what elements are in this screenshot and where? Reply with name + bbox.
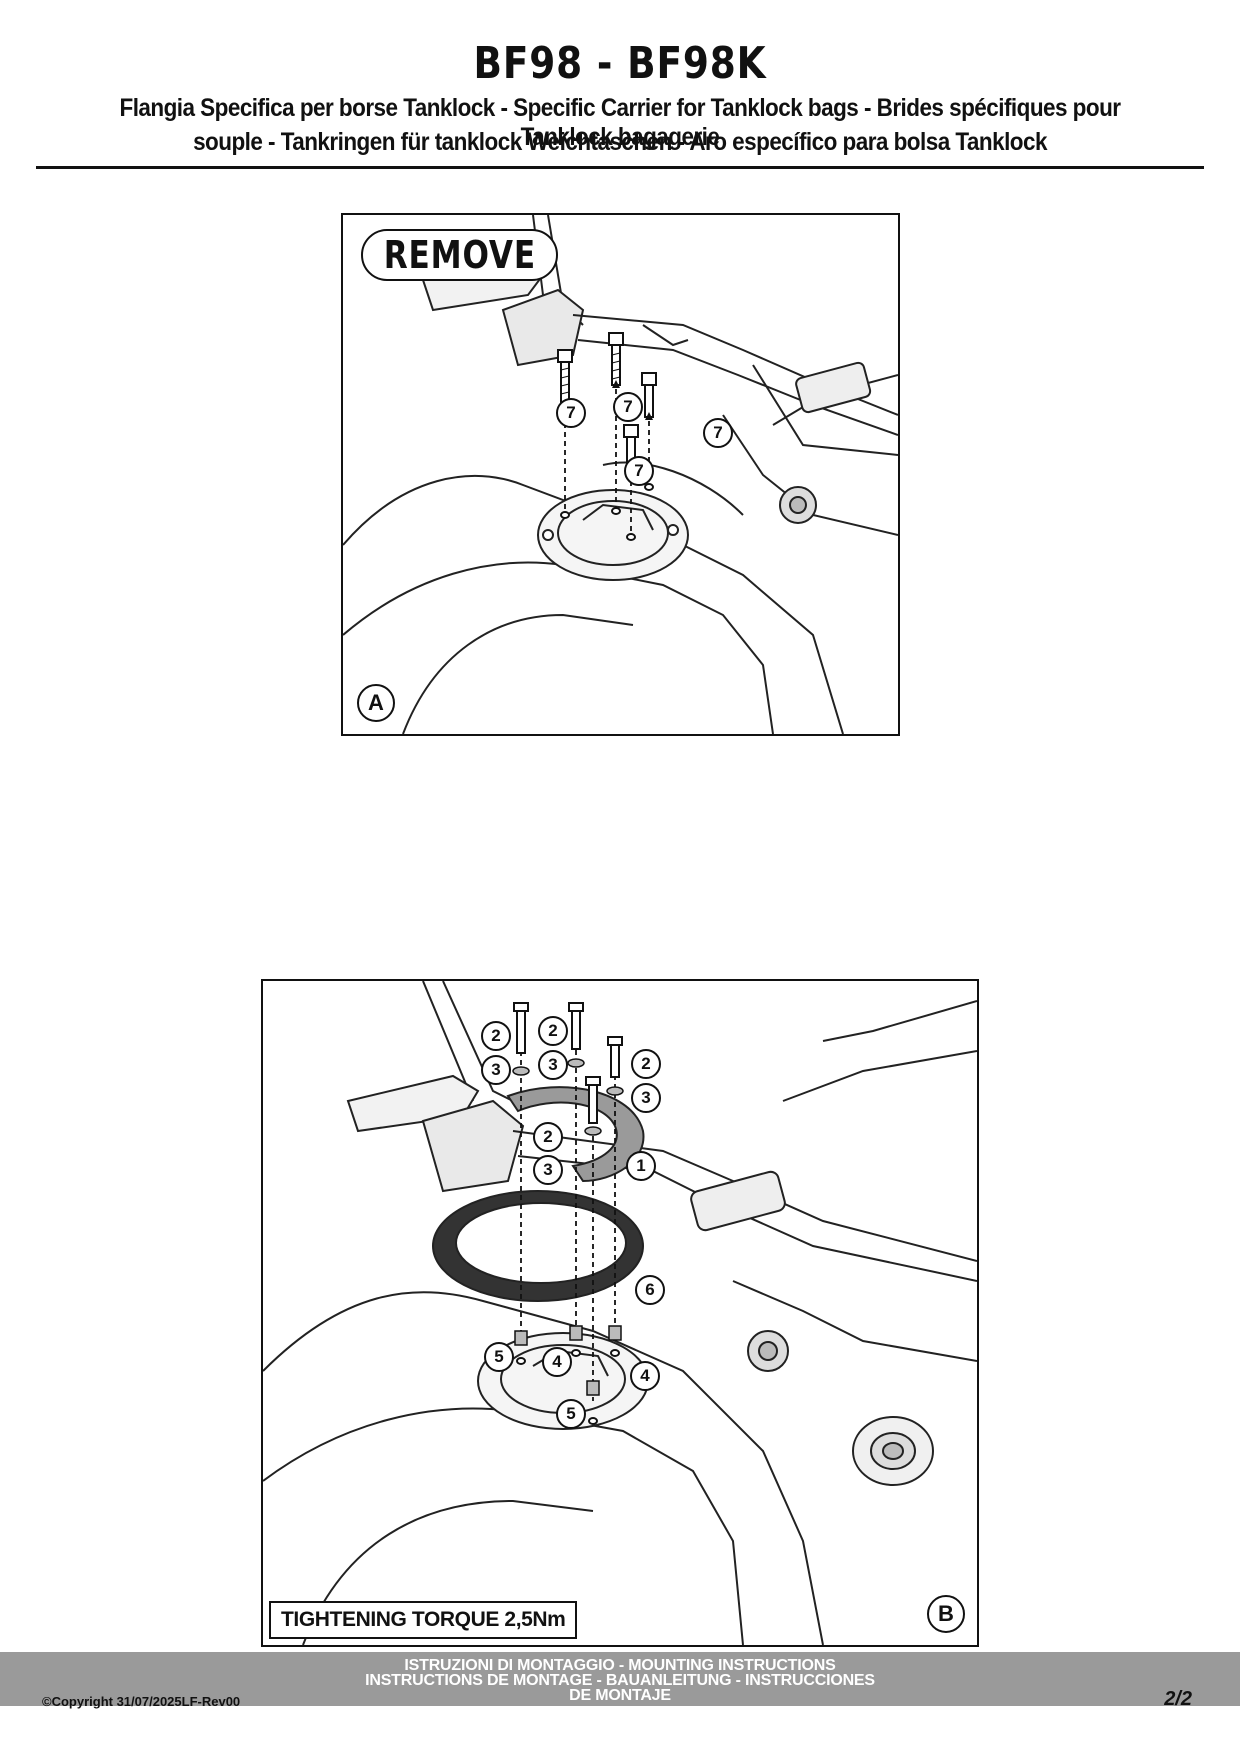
subtitle-line-2: souple - Tankringen für tanklock Weichta…: [193, 128, 1047, 156]
callout-2: 2: [481, 1021, 511, 1051]
panel-b-illustration: [263, 981, 977, 1645]
callout-7: 7: [703, 418, 733, 448]
callout-7: 7: [613, 392, 643, 422]
callout-6: 6: [635, 1275, 665, 1305]
tightening-torque-label: TIGHTENING TORQUE 2,5Nm: [269, 1601, 578, 1639]
callout-4: 4: [630, 1361, 660, 1391]
copyright: ©Copyright 31/07/2025LF-Rev00: [42, 1694, 241, 1709]
callout-5: 5: [484, 1342, 514, 1372]
callout-7: 7: [556, 398, 586, 428]
footer-bar: [0, 1652, 1240, 1706]
callout-3: 3: [538, 1050, 568, 1080]
panel-a-remove-diagram: REMOVE 7 7 7 7 A: [341, 213, 900, 736]
footer-line-3: DE MONTAJE: [569, 1687, 671, 1704]
header-rule: [36, 166, 1204, 169]
panel-letter-a: A: [357, 684, 395, 722]
footer-line-1: ISTRUZIONI DI MONTAGGIO - MOUNTING INSTR…: [404, 1657, 836, 1674]
callout-3: 3: [533, 1155, 563, 1185]
document-title: BF98 - BF98K: [473, 38, 767, 89]
panel-a-illustration: [343, 215, 898, 734]
callout-7: 7: [624, 456, 654, 486]
callout-1: 1: [626, 1151, 656, 1181]
callout-4: 4: [542, 1347, 572, 1377]
callout-2: 2: [538, 1016, 568, 1046]
subtitle-line-1: Flangia Specifica per borse Tanklock - S…: [119, 94, 1121, 151]
panel-letter-b: B: [927, 1595, 965, 1633]
footer-instructions: ISTRUZIONI DI MONTAGGIO - MOUNTING INSTR…: [300, 1657, 940, 1704]
panel-b-install-diagram: 2 2 2 3 3 3 2 3 1 6 5 4 4 5 TIGHTENING T…: [261, 979, 979, 1647]
callout-3: 3: [481, 1055, 511, 1085]
callout-3: 3: [631, 1083, 661, 1113]
callout-5: 5: [556, 1399, 586, 1429]
callout-2: 2: [631, 1049, 661, 1079]
page-number: 2/2: [1164, 1688, 1192, 1710]
callout-2: 2: [533, 1122, 563, 1152]
footer-line-2: INSTRUCTIONS DE MONTAGE - BAUANLEITUNG -…: [365, 1672, 875, 1689]
remove-badge: REMOVE: [361, 229, 558, 281]
